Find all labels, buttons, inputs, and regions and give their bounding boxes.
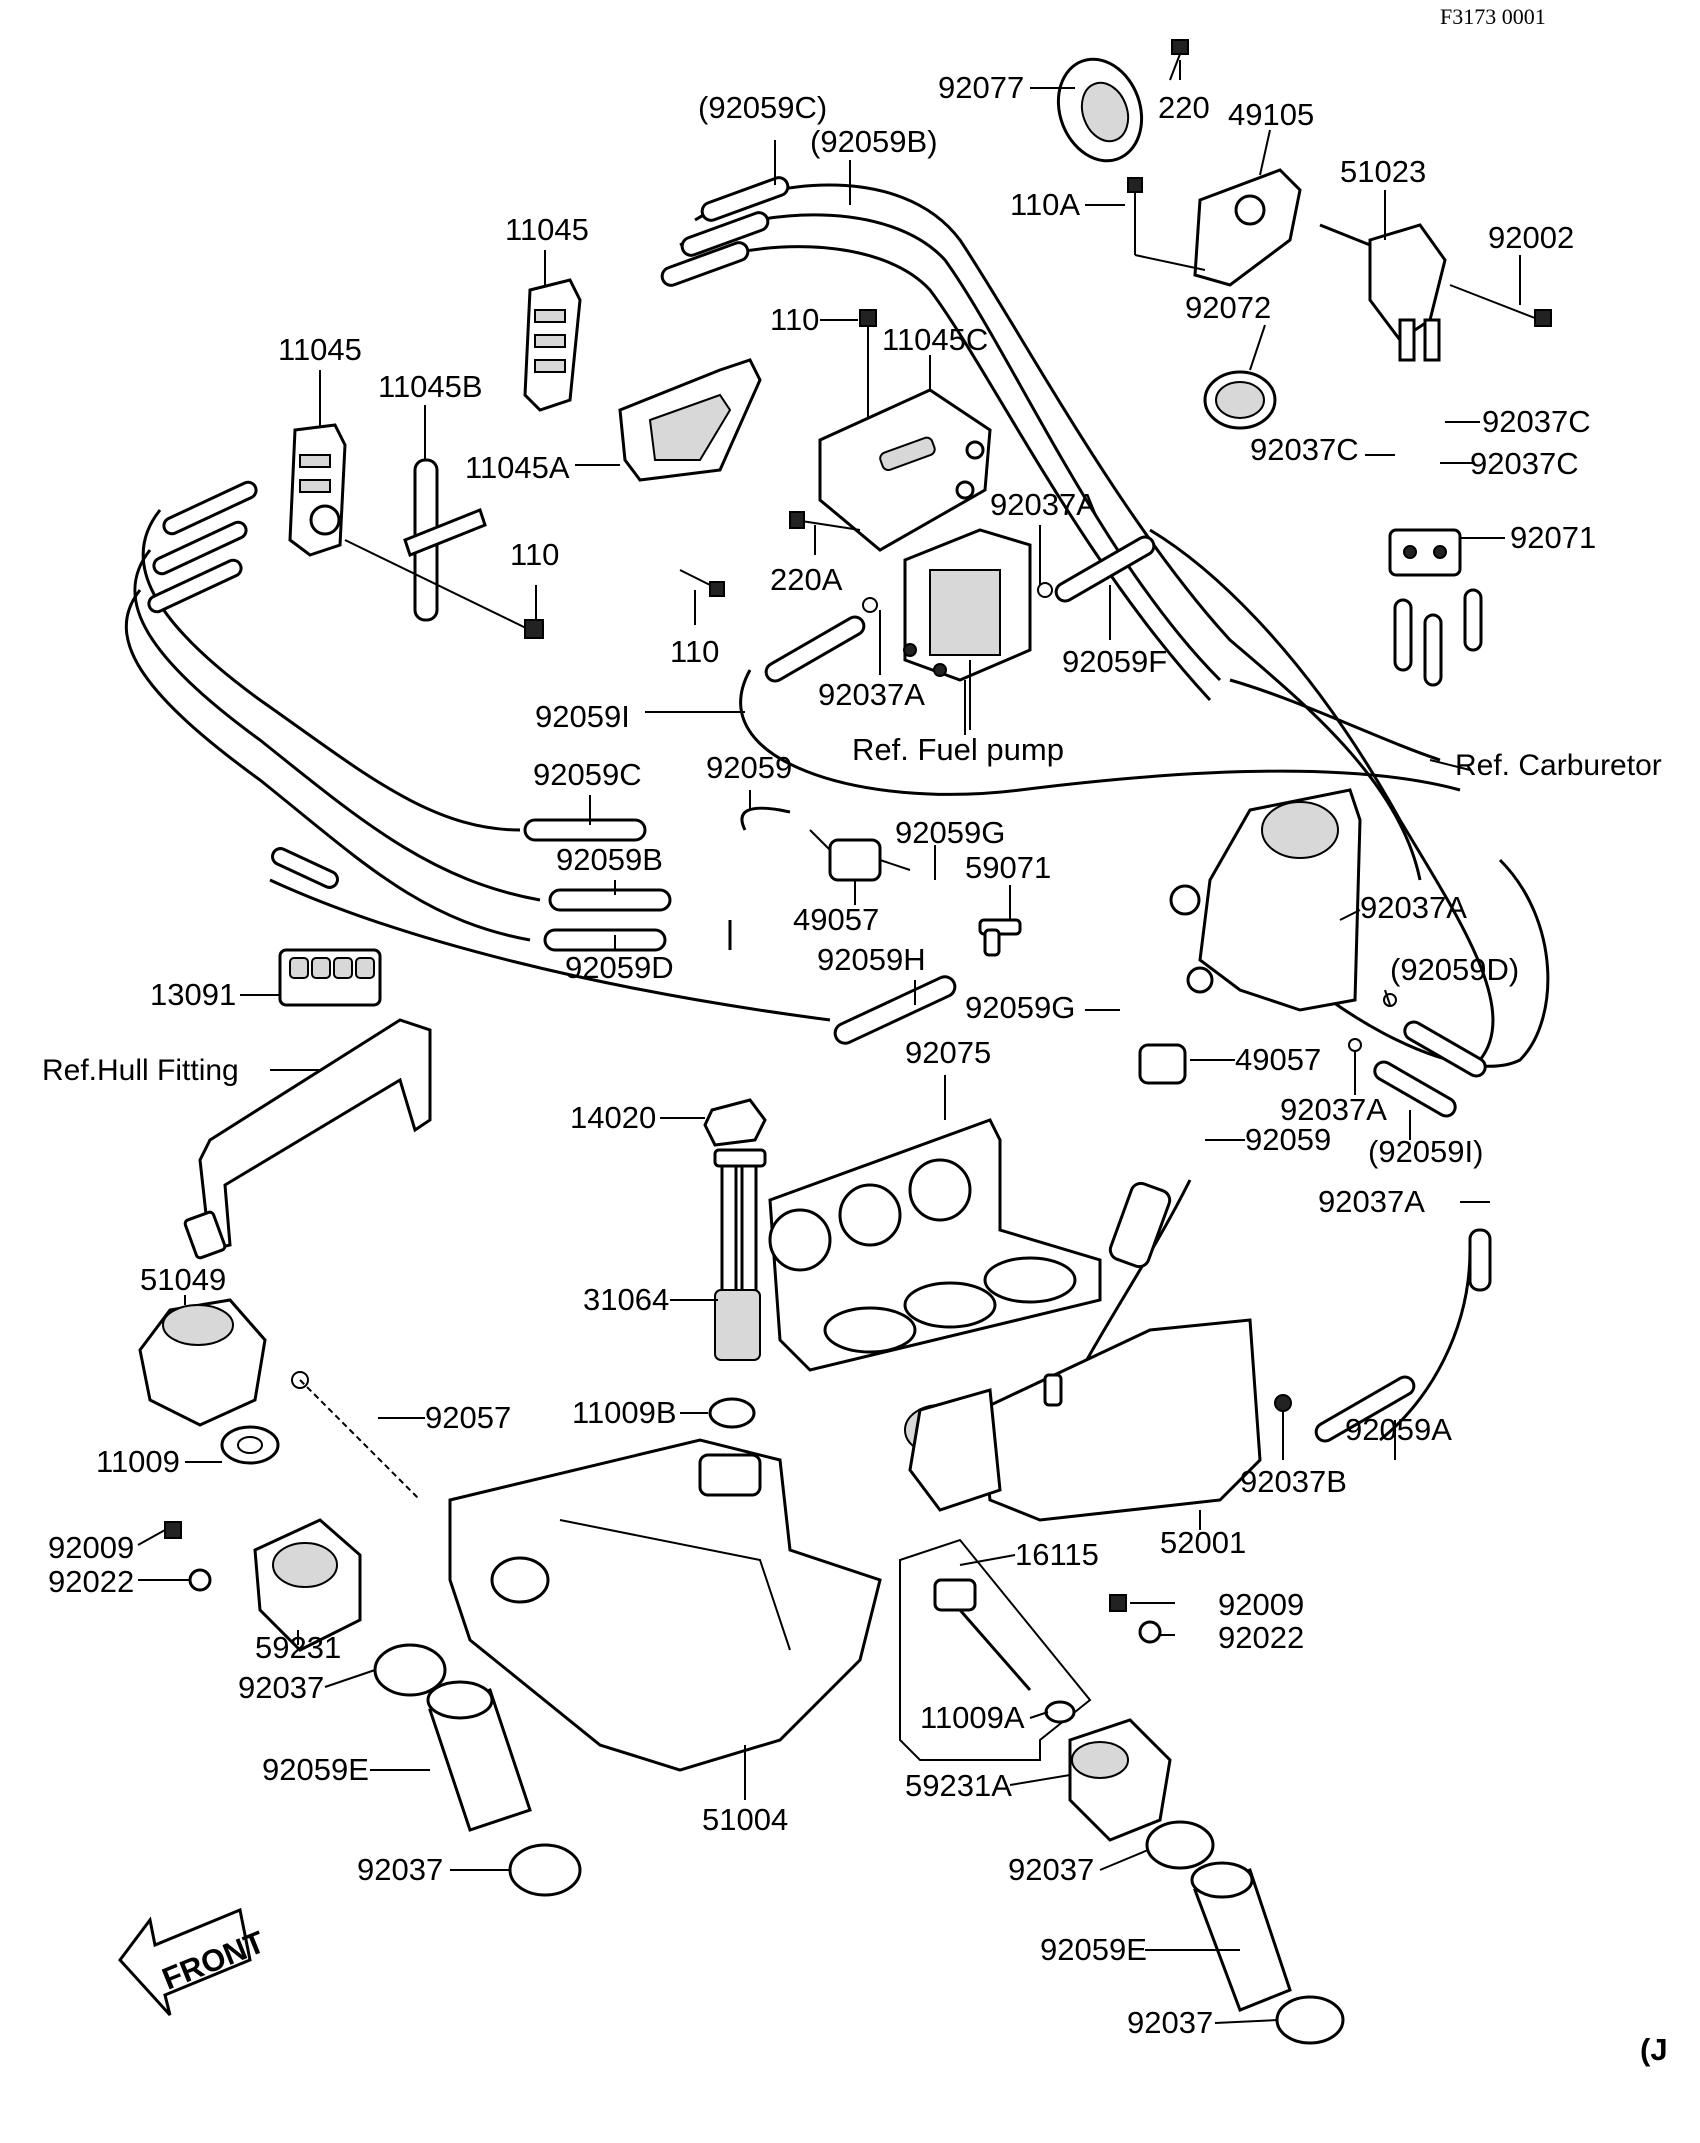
- label-92059D: 92059D: [565, 950, 674, 985]
- label-11009A: 11009A: [920, 1700, 1025, 1735]
- label-92059F: 92059F: [1062, 644, 1167, 679]
- label-92059G-a: 92059G: [895, 815, 1005, 850]
- label-92009-b: 92009: [1218, 1587, 1304, 1622]
- label-92059E-a: 92059E: [262, 1752, 369, 1787]
- label-11045C: 11045C: [882, 322, 988, 357]
- label-92037-b: 92037: [357, 1852, 443, 1887]
- label-220-top: 220: [1158, 90, 1210, 125]
- label-110-mid: 110: [510, 537, 559, 572]
- label-ref-carburetor: Ref. Carburetor: [1455, 749, 1662, 782]
- label-92059A: 92059A: [1345, 1412, 1452, 1447]
- label-92059I: 92059I: [535, 699, 630, 734]
- label-59231: 59231: [255, 1630, 341, 1665]
- label-59071: 59071: [965, 850, 1051, 885]
- label-92037A-b: 92037A: [818, 677, 925, 712]
- label-92002: 92002: [1488, 220, 1574, 255]
- corner-mark: (J: [1640, 2032, 1668, 2067]
- label-92059C: 92059C: [533, 757, 642, 792]
- drawing-id: F3173 0001: [1440, 4, 1546, 29]
- label-92059B-paren: (92059B): [810, 124, 938, 159]
- label-11045B: 11045B: [378, 369, 483, 404]
- label-92059E-b: 92059E: [1040, 1932, 1147, 1967]
- label-92075: 92075: [905, 1035, 991, 1070]
- label-ref-fuel-pump: Ref. Fuel pump: [852, 732, 1064, 767]
- label-92037A-a: 92037A: [990, 487, 1097, 522]
- label-92059I-paren: (92059I): [1368, 1134, 1483, 1169]
- label-11009B: 11009B: [572, 1395, 677, 1430]
- label-92037-c: 92037: [1008, 1852, 1094, 1887]
- front-arrow: FRONT: [118, 1907, 269, 2017]
- label-ref-hull-fitting: Ref.Hull Fitting: [42, 1054, 239, 1087]
- label-49057-b: 49057: [1235, 1042, 1321, 1077]
- label-220A: 220A: [770, 562, 843, 597]
- label-59231A: 59231A: [905, 1768, 1012, 1803]
- label-52001: 52001: [1160, 1525, 1246, 1560]
- label-92037C-b: 92037C: [1250, 432, 1359, 467]
- label-11045A: 11045A: [465, 450, 570, 485]
- label-14020: 14020: [570, 1100, 656, 1135]
- label-92059C-paren: (92059C): [698, 90, 827, 125]
- label-92057: 92057: [425, 1400, 511, 1435]
- leader-lines: [137, 60, 1521, 2024]
- label-92037B: 92037B: [1240, 1464, 1347, 1499]
- label-92072: 92072: [1185, 290, 1271, 325]
- label-92037C-c: 92037C: [1470, 446, 1579, 481]
- label-92071: 92071: [1510, 520, 1596, 555]
- short-hose-segments: [147, 176, 1492, 1443]
- part-shapes: [138, 39, 1552, 2045]
- label-110-top: 110: [770, 302, 819, 337]
- label-110A: 110A: [1010, 187, 1080, 222]
- label-92009-a: 92009: [48, 1530, 134, 1565]
- fuel-hoses: [124, 183, 1550, 1442]
- label-92037A-d: 92037A: [1280, 1092, 1387, 1127]
- part-number-labels: F3173 0001 92077 220 49105 (92059C) (920…: [42, 4, 1668, 2067]
- label-31064: 31064: [583, 1282, 669, 1317]
- label-92059G-b: 92059G: [965, 990, 1075, 1025]
- label-49105: 49105: [1228, 97, 1314, 132]
- label-110-low: 110: [670, 634, 719, 669]
- label-92037A-c: 92037A: [1360, 890, 1467, 925]
- label-11045-top: 11045: [505, 212, 589, 247]
- label-92022-b: 92022: [1218, 1620, 1304, 1655]
- label-92059-lower: 92059: [1245, 1122, 1331, 1157]
- label-92037-d: 92037: [1127, 2005, 1213, 2040]
- label-92059-top: 92059: [706, 750, 792, 785]
- label-51023: 51023: [1340, 154, 1426, 189]
- label-49057-a: 49057: [793, 902, 879, 937]
- label-16115: 16115: [1015, 1537, 1099, 1572]
- label-92037A-e: 92037A: [1318, 1184, 1425, 1219]
- label-92037C-a: 92037C: [1482, 404, 1591, 439]
- label-51004: 51004: [702, 1802, 788, 1837]
- label-92059H: 92059H: [817, 942, 926, 977]
- label-13091: 13091: [150, 977, 236, 1012]
- label-92059B: 92059B: [556, 842, 663, 877]
- label-92059D-paren: (92059D): [1390, 952, 1519, 987]
- label-92077: 92077: [938, 70, 1024, 105]
- label-51049: 51049: [140, 1262, 226, 1297]
- label-92037-a: 92037: [238, 1670, 324, 1705]
- label-11045-left: 11045: [278, 332, 362, 367]
- label-92022-a: 92022: [48, 1564, 134, 1599]
- label-11009: 11009: [96, 1444, 180, 1479]
